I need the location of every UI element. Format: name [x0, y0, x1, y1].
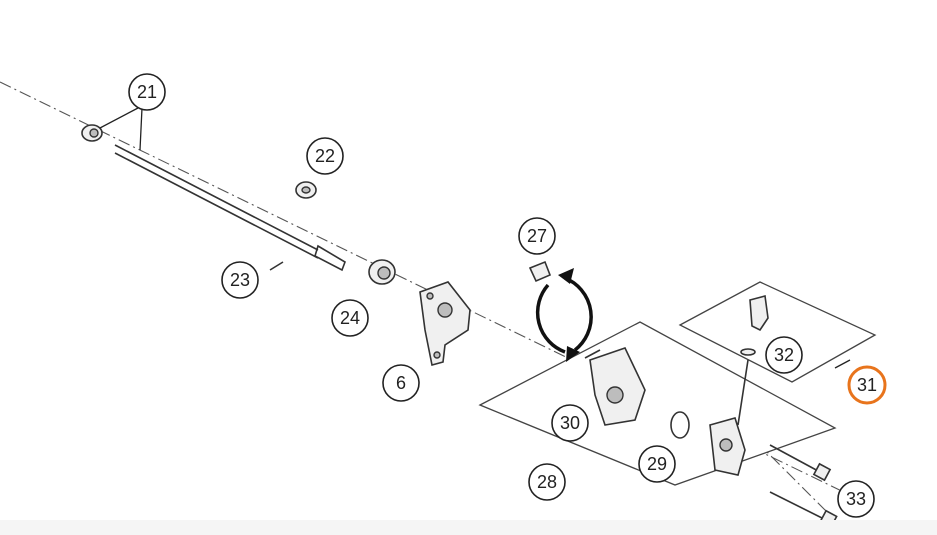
rotation-arrow-icon	[535, 268, 593, 362]
svg-text:27: 27	[527, 226, 547, 246]
svg-text:21: 21	[137, 82, 157, 102]
callout-28: 28	[528, 463, 566, 501]
svg-text:31: 31	[857, 375, 877, 395]
svg-text:33: 33	[846, 489, 866, 509]
svg-text:29: 29	[647, 454, 667, 474]
leader-31	[834, 359, 851, 369]
part-33-bolts	[769, 444, 838, 528]
svg-text:24: 24	[340, 308, 360, 328]
part-23-pin	[269, 261, 284, 271]
callout-33: 33	[837, 480, 875, 518]
part-31-housing	[709, 417, 746, 476]
part-6-bracket	[419, 281, 471, 366]
svg-text:23: 23	[230, 270, 250, 290]
part-29-o-ring	[670, 411, 690, 439]
part-24-bearing	[368, 259, 396, 285]
callout-23: 23	[221, 261, 259, 299]
callout-22: 22	[306, 137, 344, 175]
callout-27: 27	[518, 217, 556, 255]
part-27-pin	[528, 260, 552, 283]
callout-30: 30	[551, 404, 589, 442]
part-22-bearing	[295, 181, 317, 199]
svg-text:28: 28	[537, 472, 557, 492]
callout-21: 21	[128, 73, 166, 111]
svg-text:30: 30	[560, 413, 580, 433]
part-21-shaft	[81, 124, 346, 272]
kit-panel-28	[478, 321, 837, 486]
part-32-valve	[737, 294, 769, 426]
callout-29: 29	[638, 445, 676, 483]
kit-panel-32	[678, 281, 877, 383]
callout-32: 32	[765, 336, 803, 374]
footer-band	[0, 520, 937, 535]
leader-21	[99, 107, 143, 151]
svg-text:22: 22	[315, 146, 335, 166]
part-30-cover	[584, 347, 646, 426]
callout-31: 31	[847, 365, 887, 405]
svg-text:6: 6	[396, 373, 406, 393]
callout-6: 6	[382, 364, 420, 402]
callout-24: 24	[331, 299, 369, 337]
svg-text:32: 32	[774, 345, 794, 365]
